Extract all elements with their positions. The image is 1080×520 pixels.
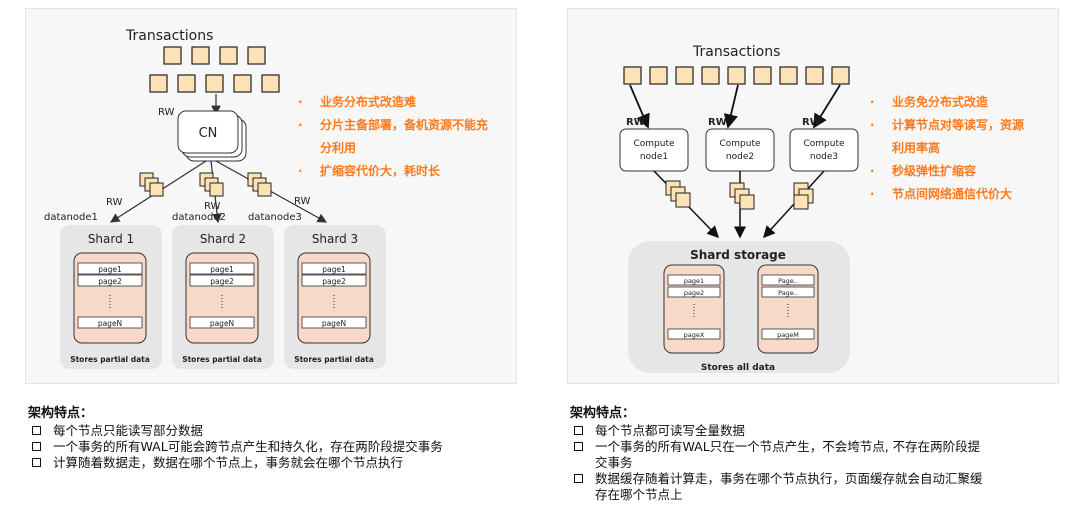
shard-1: Shard 1 page1 page2 pageN Stores partial… — [60, 225, 162, 369]
datanode3-label: datanode3 — [248, 212, 302, 223]
checkbox-icon — [32, 458, 41, 467]
left-bullets: ·业务分布式改造难 ·分片主备部署，备机资源不能充 分利用 ·扩缩容代价大，耗时… — [298, 91, 488, 183]
page-label: page2 — [210, 277, 234, 286]
right-bullets: ·业务免分布式改造 ·计算节点对等读写，资源 利用率高 ·秒级弹性扩缩容 ·节点… — [870, 91, 1024, 206]
bullet-item: ·计算节点对等读写，资源 — [870, 118, 1025, 132]
shard-title: Shard 3 — [312, 232, 358, 246]
compute-node-2: Compute node2 — [705, 128, 775, 172]
bullet-item: ·扩缩容代价大，耗时长 — [298, 164, 441, 178]
page-stacks — [665, 180, 814, 210]
datanode1-label: datanode1 — [44, 212, 98, 223]
left-diagram: Transactions RW CN RW — [44, 28, 386, 369]
page-label: page2 — [98, 277, 122, 286]
shard-note: Stores partial data — [182, 355, 262, 364]
page-label: pageM — [777, 331, 799, 339]
page-label: page2 — [684, 289, 704, 297]
checkbox-icon — [574, 426, 583, 435]
page-label: page2 — [322, 277, 346, 286]
checkbox-icon — [32, 442, 41, 451]
rw-label-2: RW — [708, 117, 727, 128]
rw-label-cn: RW — [158, 107, 175, 118]
caption-item: 交事务 — [595, 455, 633, 470]
bullet-item: 利用率高 — [892, 141, 941, 155]
compute-label: node1 — [640, 152, 668, 162]
caption-item: 每个节点都可读写全量数据 — [570, 423, 1070, 439]
compute-label: Compute — [803, 139, 845, 149]
transactions-title: Transactions — [125, 28, 213, 44]
compute-label: node3 — [810, 152, 838, 162]
page-label: page1 — [98, 265, 122, 274]
page-label: page1 — [684, 277, 704, 285]
left-caption: 架构特点： 每个节点只能读写部分数据 一个事务的所有WAL可能会跨节点产生和持久… — [28, 396, 528, 471]
checkbox-icon — [574, 442, 583, 451]
caption-item: 每个节点只能读写部分数据 — [28, 423, 528, 439]
shard-storage: Shard storage page1 page2 pageX Page.. P… — [628, 241, 850, 373]
rw-label-3: RW — [802, 117, 821, 128]
bullet-item: 分利用 — [320, 141, 357, 155]
shard-2: Shard 2 page1 page2 pageN Stores partial… — [172, 225, 274, 369]
checkbox-icon — [32, 426, 41, 435]
page-label: pageN — [210, 319, 234, 328]
page-label: pageN — [98, 319, 122, 328]
bullet-item: ·节点间网络通信代价大 — [870, 187, 1013, 201]
rw-label-1: RW — [626, 117, 645, 128]
caption-item: 计算随着数据走，数据在哪个节点上，事务就会在哪个节点执行 — [28, 455, 528, 471]
compute-node-3: Compute node3 — [789, 128, 859, 172]
caption-item: 一个事务的所有WAL可能会跨节点产生和持久化，存在两阶段提交事务 — [28, 439, 528, 455]
compute-label: Compute — [633, 139, 675, 149]
caption-item: 存在哪个节点上 — [595, 487, 683, 502]
rw-label-1: RW — [106, 197, 123, 208]
page-label: Page.. — [778, 289, 798, 297]
datanode2-label: datanode2 — [172, 212, 226, 223]
caption-item: 数据缓存随着计算走，事务在哪个节点执行，页面缓存就会自动汇聚缓 — [570, 471, 1070, 487]
bullet-item: ·业务免分布式改造 — [870, 95, 989, 109]
transaction-boxes — [149, 46, 280, 93]
rw-label-2: RW — [204, 201, 221, 212]
cn-label: CN — [199, 126, 218, 141]
shard-3: Shard 3 page1 page2 pageN Stores partial… — [284, 225, 386, 369]
compute-label: node2 — [726, 152, 754, 162]
storage-note: Stores all data — [701, 363, 775, 373]
bullet-item: ·秒级弹性扩缩容 — [870, 164, 977, 178]
left-diagram-panel: Transactions RW CN RW — [25, 8, 517, 384]
page-label: page1 — [322, 265, 346, 274]
shard-title: Shard 1 — [88, 232, 134, 246]
page-label: pageX — [684, 331, 705, 339]
transactions-title: Transactions — [692, 44, 780, 60]
right-caption: 架构特点： 每个节点都可读写全量数据 一个事务的所有WAL只在一个节点产生，不会… — [570, 396, 1070, 503]
page-label: pageN — [322, 319, 346, 328]
page-label: page1 — [210, 265, 234, 274]
caption-title: 架构特点： — [570, 406, 636, 421]
shard-note: Stores partial data — [70, 355, 150, 364]
checkbox-icon — [574, 474, 583, 483]
compute-label: Compute — [719, 139, 761, 149]
page-stacks — [139, 172, 272, 197]
shard-title: Shard 2 — [200, 232, 246, 246]
page-label: Page.. — [778, 277, 798, 285]
bullet-item: ·分片主备部署，备机资源不能充 — [298, 118, 489, 132]
right-diagram-panel: Transactions RW RW RW Compute node1 Comp… — [567, 8, 1059, 384]
transaction-boxes — [623, 66, 850, 85]
compute-node-1: Compute node1 — [619, 128, 689, 172]
shard-note: Stores partial data — [294, 355, 374, 364]
cn-node: CN — [177, 110, 247, 162]
rw-label-3: RW — [294, 196, 311, 207]
caption-title: 架构特点： — [28, 406, 94, 421]
caption-item: 一个事务的所有WAL只在一个节点产生，不会垮节点, 不存在两阶段提 — [570, 439, 1070, 455]
storage-title: Shard storage — [690, 248, 786, 262]
right-diagram: Transactions RW RW RW Compute node1 Comp… — [619, 44, 859, 373]
bullet-item: ·业务分布式改造难 — [298, 95, 417, 109]
